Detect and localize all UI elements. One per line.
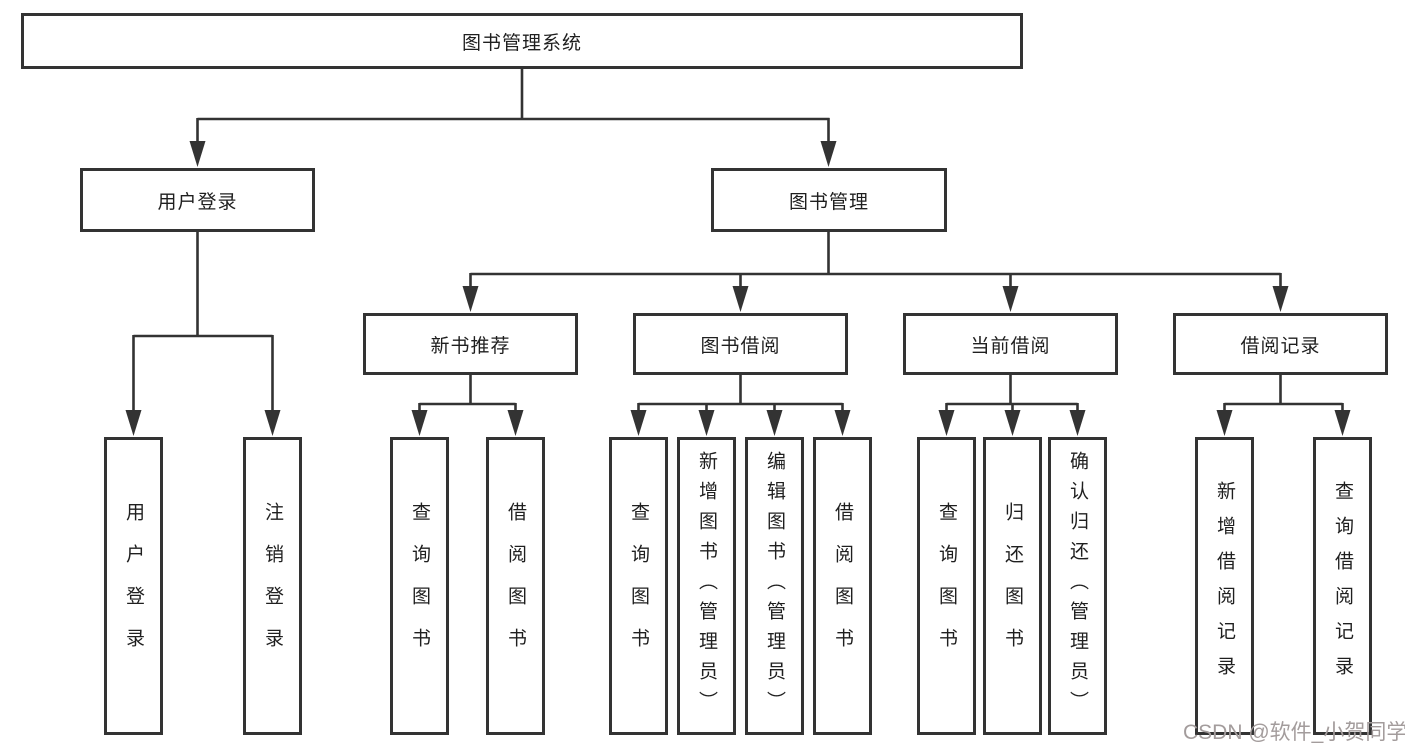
leaf-query-books: 查询图书 [390,437,449,735]
leaf-logout: 注销登录 [243,437,302,735]
leaf-add-borrow-record-label: 新增借阅记录 [1214,481,1235,691]
node-new-book-recommend-label: 新书推荐 [430,335,511,357]
leaf-logout-label: 注销登录 [262,502,283,670]
node-new-book-recommend: 新书推荐 [363,313,578,375]
node-book-borrow-label: 图书借阅 [700,335,781,357]
leaf-borrow-books: 借阅图书 [813,437,872,735]
leaf-query-books-label: 查询图书 [936,502,957,670]
leaf-query-borrow-record-label: 查询借阅记录 [1332,481,1353,691]
leaf-add-book-admin: 新增图书（管理员） [677,437,736,735]
leaf-query-books: 查询图书 [917,437,976,735]
leaf-query-books-label: 查询图书 [409,502,430,670]
leaf-edit-book-admin: 编辑图书（管理员） [745,437,804,735]
leaf-user-login: 用户登录 [104,437,163,735]
arrowheads [125,141,1351,436]
csdn-watermark: CSDN @软件_小贺同学 [1183,721,1405,744]
node-library-system: 图书管理系统 [21,13,1023,69]
node-user-login: 用户登录 [80,168,315,232]
node-current-borrow: 当前借阅 [903,313,1118,375]
leaf-confirm-return-admin: 确认归还（管理员） [1048,437,1107,735]
node-book-management: 图书管理 [711,168,947,232]
node-current-borrow-label: 当前借阅 [970,335,1051,357]
node-book-borrow: 图书借阅 [633,313,848,375]
leaf-borrow-books-label: 借阅图书 [832,502,853,670]
leaf-confirm-return-admin-label: 确认归还（管理员） [1067,451,1088,721]
leaf-query-borrow-record: 查询借阅记录 [1313,437,1372,735]
node-library-system-label: 图书管理系统 [461,32,582,54]
node-book-management-label: 图书管理 [788,191,869,213]
leaf-edit-book-admin-label: 编辑图书（管理员） [764,451,785,721]
node-borrow-records: 借阅记录 [1173,313,1388,375]
leaf-borrow-books: 借阅图书 [486,437,545,735]
leaf-user-login-label: 用户登录 [123,502,144,670]
leaf-return-book: 归还图书 [983,437,1042,735]
leaf-add-book-admin-label: 新增图书（管理员） [696,451,717,721]
leaf-add-borrow-record: 新增借阅记录 [1195,437,1254,735]
node-borrow-records-label: 借阅记录 [1240,335,1321,357]
leaf-borrow-books-label: 借阅图书 [505,502,526,670]
leaf-return-book-label: 归还图书 [1002,502,1023,670]
node-user-login-label: 用户登录 [157,191,238,213]
leaf-query-books: 查询图书 [609,437,668,735]
leaf-query-books-label: 查询图书 [628,502,649,670]
